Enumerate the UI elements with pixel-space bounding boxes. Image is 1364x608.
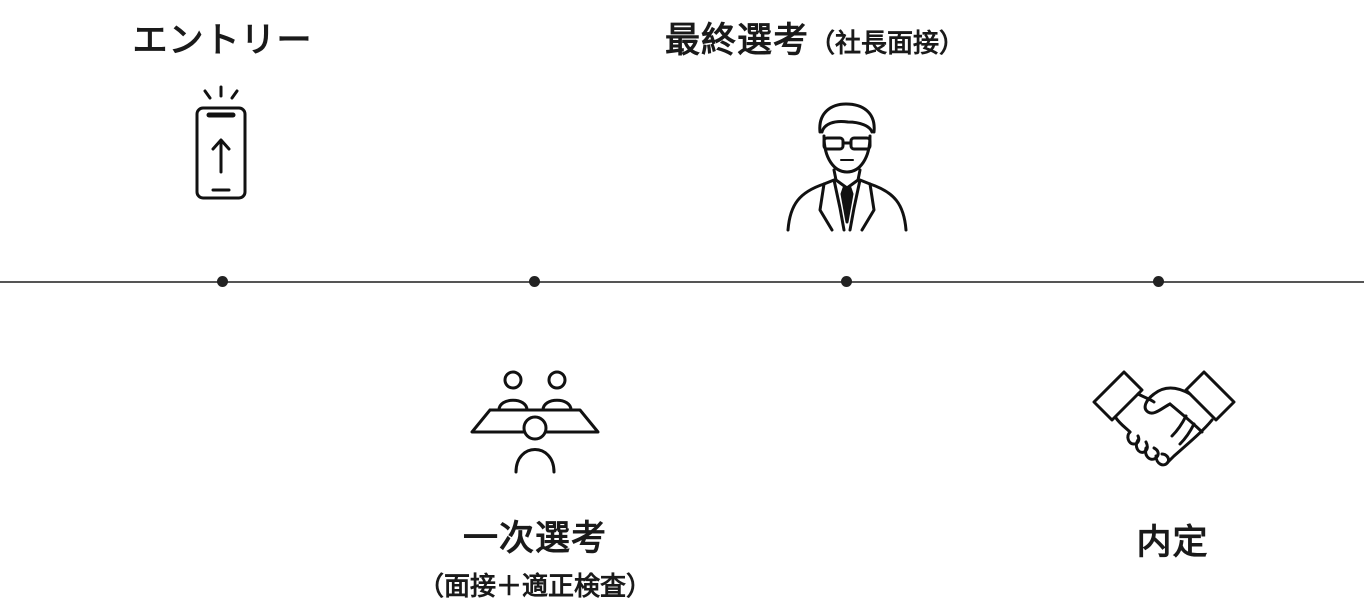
group-interview-icon — [468, 364, 602, 478]
step-first-label: 一次選考 — [462, 518, 607, 559]
handshake-icon — [1090, 364, 1238, 472]
timeline-dot-final — [841, 276, 852, 287]
timeline-dot-entry — [217, 276, 228, 287]
timeline-dot-first — [529, 276, 540, 287]
step-final-sublabel: （社長面接） — [809, 29, 966, 59]
timeline-dot-offer — [1153, 276, 1164, 287]
step-entry-label: エントリー — [132, 20, 313, 61]
timeline-line — [0, 281, 1364, 283]
step-first-sublabel: （面接＋適正検査） — [417, 572, 652, 602]
executive-person-icon — [784, 98, 912, 234]
smartphone-upload-icon — [188, 84, 254, 204]
step-final-heading: 最終選考（社長面接） — [665, 12, 1010, 63]
step-final-label: 最終選考 — [665, 20, 810, 61]
step-offer-label: 内定 — [1136, 522, 1209, 563]
